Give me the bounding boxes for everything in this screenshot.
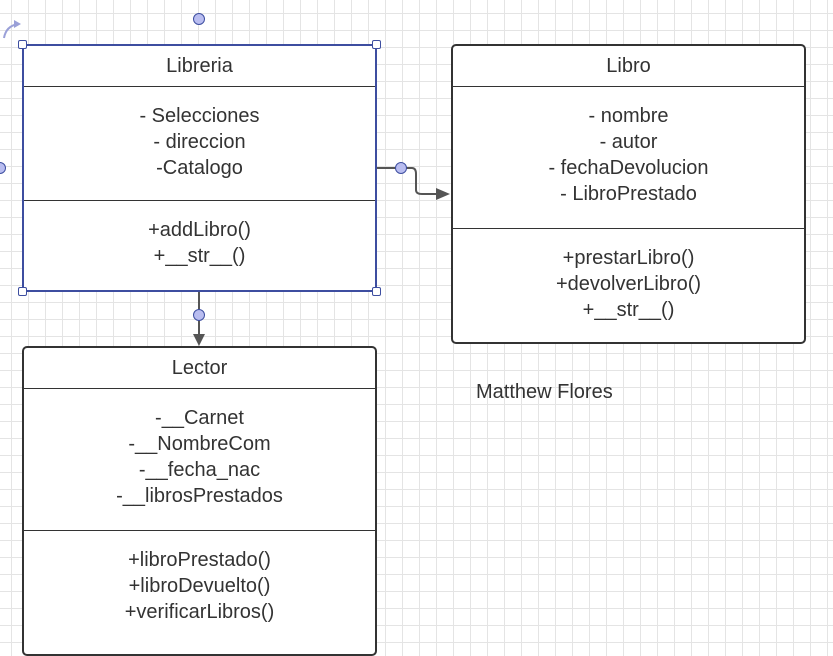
attribute: - nombre — [588, 105, 669, 127]
attribute: - LibroPrestado — [560, 183, 697, 205]
method: +verificarLibros() — [124, 601, 275, 623]
attribute: - direccion — [153, 131, 246, 153]
class-libreria-name: Libreria — [24, 46, 375, 87]
class-libreria-methods: +addLibro() +__str__() — [24, 201, 375, 269]
class-lector-attributes: -__Carnet -__NombreCom -__fecha_nac -__l… — [24, 389, 375, 531]
class-libro-methods: +prestarLibro() +devolverLibro() +__str_… — [453, 229, 804, 323]
method: +libroDevuelto() — [128, 575, 271, 597]
class-libro-name: Libro — [453, 46, 804, 87]
attribute: -__fecha_nac — [138, 459, 261, 481]
resize-handle-bottom-right[interactable] — [372, 287, 381, 296]
method: +__str__() — [582, 299, 675, 321]
method: +libroPrestado() — [128, 549, 271, 571]
resize-handle-top-right[interactable] — [372, 40, 381, 49]
method: +prestarLibro() — [562, 247, 695, 269]
connection-point-right[interactable] — [395, 162, 407, 174]
method: +__str__() — [153, 245, 246, 267]
class-libro[interactable]: Libro - nombre - autor - fechaDevolucion… — [451, 44, 806, 344]
resize-handle-top-left[interactable] — [18, 40, 27, 49]
resize-handle-bottom-left[interactable] — [18, 287, 27, 296]
attribute: -__NombreCom — [128, 433, 271, 455]
attribute: - Selecciones — [139, 105, 260, 127]
class-libreria-attributes: - Selecciones - direccion -Catalogo — [24, 87, 375, 201]
class-libreria[interactable]: Libreria - Selecciones - direccion -Cata… — [22, 44, 377, 292]
libreria-to-lector-arrowhead — [193, 334, 205, 346]
class-lector-methods: +libroPrestado() +libroDevuelto() +verif… — [24, 531, 375, 625]
connection-point-top[interactable] — [193, 13, 205, 25]
attribute: - autor — [599, 131, 658, 153]
method: +addLibro() — [148, 219, 251, 241]
attribute: -__Carnet — [155, 407, 244, 429]
attribute: -Catalogo — [156, 157, 243, 179]
class-lector[interactable]: Lector -__Carnet -__NombreCom -__fecha_n… — [22, 346, 377, 656]
method: +devolverLibro() — [555, 273, 702, 295]
author-note[interactable]: Matthew Flores — [476, 381, 613, 403]
connection-point-bottom[interactable] — [193, 309, 205, 321]
libreria-to-libro-arrowhead — [436, 188, 450, 200]
attribute: -__librosPrestados — [116, 485, 283, 507]
class-lector-name: Lector — [24, 348, 375, 389]
libreria-to-libro-connector[interactable] — [377, 167, 436, 195]
rotate-icon-arrow — [14, 20, 21, 28]
attribute: - fechaDevolucion — [548, 157, 709, 179]
class-libro-attributes: - nombre - autor - fechaDevolucion - Lib… — [453, 87, 804, 229]
